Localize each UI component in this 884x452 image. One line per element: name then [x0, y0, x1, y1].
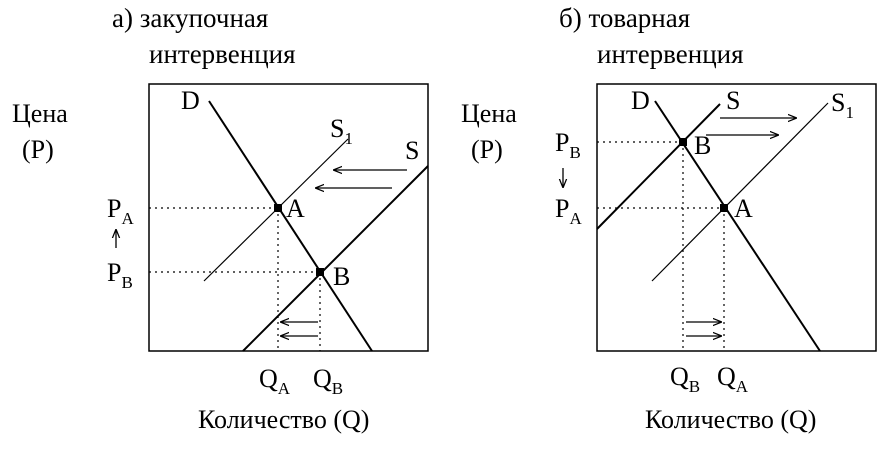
left-label-qa: QA — [259, 364, 291, 398]
left-plot-frame — [148, 83, 429, 352]
left-label-pa: PA — [107, 194, 134, 228]
left-label-s1: S1 — [330, 114, 353, 148]
right-title-line2: интервенция — [597, 39, 744, 69]
right-point-a-marker — [720, 204, 728, 212]
right-label-point-b: B — [694, 131, 711, 160]
right-label-qb: QB — [670, 362, 700, 396]
right-supply-s1-curve — [651, 102, 829, 282]
left-label-point-a: A — [286, 194, 305, 223]
left-label-qb: QB — [313, 364, 343, 398]
right-label-point-a: A — [734, 194, 753, 223]
left-point-a-marker — [274, 204, 282, 212]
right-label-s: S — [726, 86, 740, 115]
right-point-b-marker — [679, 138, 687, 146]
right-plot-frame — [596, 83, 877, 352]
right-y-label-line1: Цена — [461, 99, 517, 128]
left-label-pb: PB — [107, 258, 133, 292]
left-x-label: Количество (Q) — [198, 405, 369, 434]
right-supply-curve — [596, 103, 721, 230]
left-guide-lines — [149, 207, 321, 351]
right-label-pb: PB — [555, 128, 581, 162]
left-point-b-marker — [316, 268, 324, 276]
left-title-line1: а) закупочная — [112, 3, 268, 33]
left-panel: а) закупочная интервенция Цена (P) D S1 … — [12, 3, 429, 434]
right-label-pa: PA — [555, 194, 582, 228]
left-label-d: D — [181, 86, 200, 115]
right-label-s1: S1 — [831, 88, 854, 122]
left-demand-curve — [208, 100, 373, 352]
left-y-label-line2: (P) — [22, 135, 54, 164]
left-label-s: S — [405, 136, 419, 165]
right-title-line1: б) товарная — [559, 3, 690, 33]
right-panel: б) товарная интервенция Цена (P) D S S1 … — [461, 3, 877, 434]
right-label-qa: QA — [717, 362, 749, 396]
left-y-label-line1: Цена — [12, 99, 68, 128]
right-x-label: Количество (Q) — [645, 405, 816, 434]
left-title-line2: интервенция — [149, 39, 296, 69]
right-label-d: D — [631, 86, 650, 115]
right-y-label-line2: (P) — [471, 135, 503, 164]
left-supply-curve — [242, 165, 429, 352]
left-label-point-b: B — [333, 262, 350, 291]
right-guide-lines — [597, 141, 725, 351]
